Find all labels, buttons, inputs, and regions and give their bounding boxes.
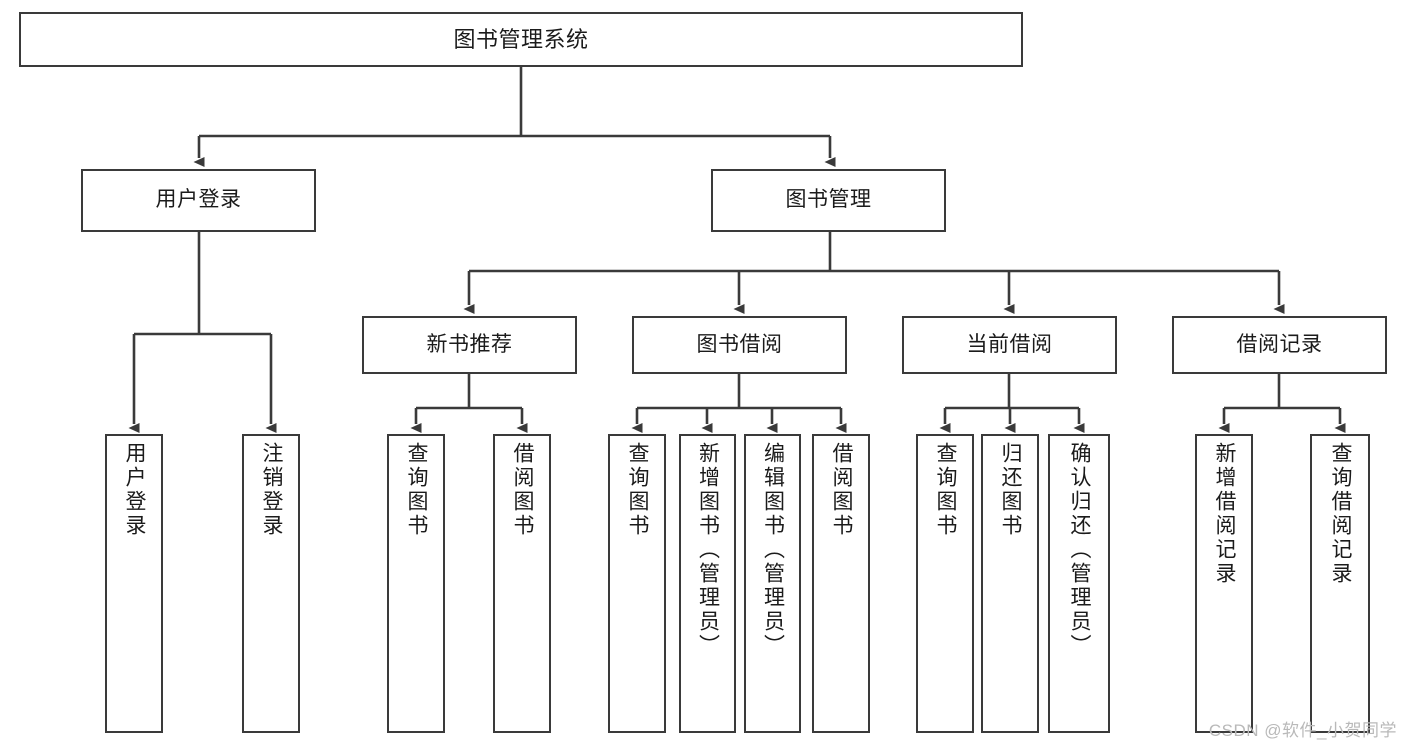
leaf-add-record[interactable]: 新增借阅记录 [1195,434,1253,733]
node-label: 归还图书 [999,442,1023,538]
node-label: 借阅图书 [511,442,535,538]
node-label: 图书管理 [785,188,872,212]
node-user-login[interactable]: 用户登录 [81,169,316,232]
node-label: 编辑图书（管理员） [761,442,785,658]
node-root-system[interactable]: 图书管理系统 [19,12,1023,67]
node-label: 图书借阅 [696,332,783,356]
leaf-query-book-1[interactable]: 查询图书 [387,434,445,733]
leaf-query-record[interactable]: 查询借阅记录 [1310,434,1370,733]
node-book-manage[interactable]: 图书管理 [711,169,946,232]
leaf-edit-book[interactable]: 编辑图书（管理员） [744,434,801,733]
node-borrow-record[interactable]: 借阅记录 [1172,316,1387,374]
node-label: 新增借阅记录 [1213,442,1237,586]
node-label: 查询图书 [405,442,429,538]
leaf-confirm-return[interactable]: 确认归还（管理员） [1048,434,1110,733]
node-label: 借阅图书 [830,442,854,538]
node-current-borrow[interactable]: 当前借阅 [902,316,1117,374]
leaf-borrow-book-2[interactable]: 借阅图书 [812,434,870,733]
leaf-add-book[interactable]: 新增图书（管理员） [679,434,736,733]
leaf-query-book-2[interactable]: 查询图书 [608,434,666,733]
node-new-book-recommend[interactable]: 新书推荐 [362,316,577,374]
node-label: 当前借阅 [966,332,1053,356]
node-label: 借阅记录 [1236,332,1323,356]
node-label: 新增图书（管理员） [696,442,720,658]
leaf-logout[interactable]: 注销登录 [242,434,300,733]
leaf-query-book-3[interactable]: 查询图书 [916,434,974,733]
node-label: 用户登录 [155,188,242,212]
csdn-watermark: CSDN @软件_小贺同学 [1208,721,1397,740]
node-label: 新书推荐 [426,332,513,356]
node-label: 查询图书 [626,442,650,538]
node-label: 查询借阅记录 [1329,442,1353,586]
node-label: 用户登录 [123,442,147,538]
node-label: 确认归还（管理员） [1068,442,1092,658]
leaf-user-login[interactable]: 用户登录 [105,434,163,733]
leaf-return-book[interactable]: 归还图书 [981,434,1039,733]
node-label: 图书管理系统 [453,26,589,52]
leaf-borrow-book-1[interactable]: 借阅图书 [493,434,551,733]
node-label: 查询图书 [934,442,958,538]
node-book-borrow[interactable]: 图书借阅 [632,316,847,374]
node-label: 注销登录 [260,442,284,538]
